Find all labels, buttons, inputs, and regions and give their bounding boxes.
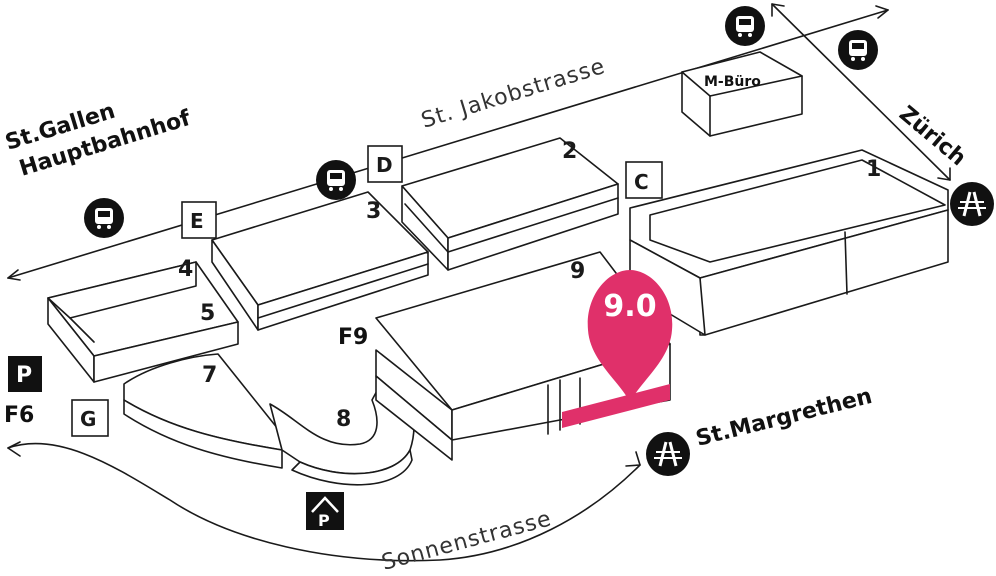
motorway-icon xyxy=(646,432,690,476)
parking-garage-label: P xyxy=(318,511,330,530)
hall-marker-label: 9.0 xyxy=(603,289,656,324)
building-1-label: 1 xyxy=(866,157,881,182)
gate-e[interactable]: E xyxy=(181,201,217,239)
f6-label: F6 xyxy=(4,403,34,428)
building-2-label: 2 xyxy=(562,139,577,164)
building-5-label: 5 xyxy=(200,301,215,326)
building-3[interactable]: 3 xyxy=(211,191,429,331)
building-4-label: 4 xyxy=(178,257,193,282)
building-7-label: 7 xyxy=(202,363,217,388)
stmargrethen-label: St.Margrethen xyxy=(693,384,874,452)
sonnenstrasse-label: Sonnenstrasse xyxy=(379,506,554,575)
gate-g-label: G xyxy=(80,407,96,431)
f9-label: F9 xyxy=(338,325,368,350)
gate-d-label: D xyxy=(376,153,393,177)
parking-garage-icon[interactable]: P xyxy=(306,492,344,530)
building-9-label: 9 xyxy=(570,259,585,284)
motorway-icon xyxy=(950,182,994,226)
building-3-label: 3 xyxy=(366,199,381,224)
gate-g[interactable]: G xyxy=(71,399,109,437)
jakobstrasse-label: St. Jakobstrasse xyxy=(418,54,608,134)
building-4-5[interactable]: 4 5 xyxy=(47,257,239,383)
bus-icon xyxy=(84,198,124,238)
parking-f6-label: P xyxy=(16,363,32,388)
sonnenstrasse-road xyxy=(7,441,641,562)
gate-e-label: E xyxy=(190,209,204,233)
bus-icon xyxy=(725,6,765,46)
parking-icon[interactable]: P xyxy=(8,356,42,392)
building-2[interactable]: 2 xyxy=(401,137,619,271)
bus-icon xyxy=(316,160,356,200)
jakobstrasse-road xyxy=(7,5,889,281)
zurich-road xyxy=(771,3,951,181)
hall-9-0-highlight xyxy=(562,384,670,428)
m-buero-building[interactable]: M-Büro xyxy=(681,51,803,137)
gate-d[interactable]: D xyxy=(367,145,403,183)
hall-marker-pin[interactable]: 9.0 xyxy=(587,270,673,402)
building-1[interactable]: 1 xyxy=(629,149,949,336)
gate-c[interactable]: C xyxy=(625,161,663,199)
m-buero-label: M-Büro xyxy=(704,74,761,90)
building-8-label: 8 xyxy=(336,407,351,432)
building-7[interactable]: 7 xyxy=(123,353,283,469)
bus-icon xyxy=(838,30,878,70)
gate-c-label: C xyxy=(634,170,649,194)
